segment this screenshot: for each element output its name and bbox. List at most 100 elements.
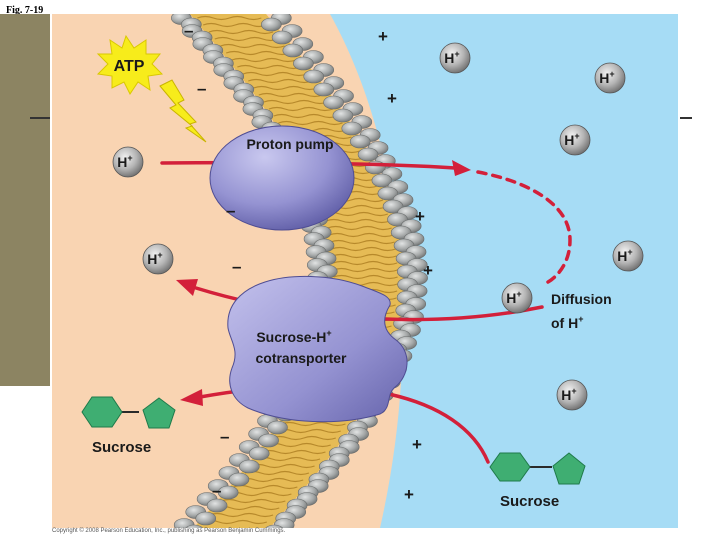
- positive-charge-sign: +: [423, 261, 433, 280]
- phospholipid-head: [303, 69, 325, 84]
- negative-charge-sign: –: [220, 427, 229, 446]
- proton-pump-label: Proton pump: [246, 136, 333, 152]
- lipid-tail: [237, 64, 302, 70]
- lipid-tail: [214, 36, 279, 42]
- lipid-tail: [221, 498, 286, 504]
- lipid-tail: [238, 477, 304, 483]
- phospholipid-head: [293, 56, 314, 71]
- hydrogen-ion: H+: [556, 379, 588, 411]
- lipid-tail: [278, 120, 343, 126]
- phospholipid-head: [206, 498, 228, 513]
- atp-burst: ATP: [96, 34, 164, 95]
- hydrogen-ion: H+: [142, 243, 174, 275]
- lipid-tail: [227, 491, 292, 497]
- negative-charge-sign: –: [232, 257, 241, 276]
- lipid-tail: [330, 239, 395, 245]
- lipid-tail: [261, 449, 326, 455]
- positive-charge-sign: +: [404, 485, 414, 504]
- phospholipid-head: [217, 485, 239, 500]
- positive-charge-sign: +: [378, 27, 388, 46]
- lipid-tail: [325, 218, 391, 224]
- cotransporter-label-line1: Sucrose-H+: [256, 328, 331, 345]
- phospholipid-head: [271, 30, 293, 45]
- lipid-tail: [233, 484, 298, 490]
- negative-charge-sign: –: [212, 481, 221, 500]
- lipid-tail: [273, 113, 338, 119]
- lipid-tail: [263, 99, 329, 105]
- lipid-tail: [332, 253, 397, 259]
- phospholipid-head: [238, 459, 260, 474]
- phospholipid-head: [185, 524, 203, 528]
- diffusion-label-line1: Diffusion: [551, 291, 612, 307]
- slide-side-panel: [0, 14, 50, 386]
- phospholipid-head: [349, 134, 371, 149]
- figure-label: Fig. 7-19: [6, 5, 44, 16]
- lipid-tail: [202, 22, 268, 28]
- lipid-tail: [266, 442, 331, 448]
- negative-charge-sign: –: [197, 79, 206, 98]
- sucrose-molecule-exterior: [489, 452, 586, 485]
- positive-charge-sign: +: [387, 89, 397, 108]
- hydrogen-ion: H+: [612, 240, 644, 272]
- lipid-tail: [333, 267, 398, 273]
- lipid-tail: [244, 470, 310, 476]
- cotransporter-label-line2: cotransporter: [255, 350, 347, 366]
- phospholipid-head: [261, 17, 282, 32]
- lipid-tail: [242, 71, 308, 77]
- phospholipid-head: [382, 199, 404, 214]
- phospholipid-head: [357, 147, 379, 162]
- sucrose-exterior-label: Sucrose: [500, 493, 559, 510]
- lipid-tail: [250, 463, 315, 469]
- lipid-tail: [197, 15, 262, 21]
- sucrose-h-cotransporter-protein: [227, 275, 408, 423]
- lipid-tail: [333, 274, 398, 280]
- phospholipid-head: [323, 95, 344, 110]
- copyright-notice: Copyright © 2008 Pearson Education, Inc.…: [52, 528, 286, 534]
- hydrogen-ion: H+: [501, 282, 533, 314]
- phospholipid-head: [195, 511, 217, 526]
- positive-charge-sign: +: [415, 207, 425, 226]
- phospholipid-head: [341, 121, 363, 136]
- lipid-tail: [208, 29, 274, 35]
- sucrose-arrowhead: [180, 389, 203, 406]
- lipid-tail: [327, 225, 392, 231]
- lipid-tail: [258, 92, 324, 98]
- proton-return-arrowhead: [176, 279, 198, 296]
- lipid-tail: [225, 50, 291, 56]
- proton-diffusion-dashed-path: [476, 170, 572, 284]
- lipid-tail: [208, 512, 274, 518]
- lipid-tail: [231, 57, 297, 63]
- phospholipid-head: [228, 472, 250, 487]
- phospholipid-head: [267, 420, 288, 435]
- lipid-tail: [331, 246, 396, 252]
- lipid-tail: [332, 260, 398, 266]
- sucrose-molecule-cytoplasm: [81, 396, 176, 429]
- diffusion-label-line2: of H+: [551, 314, 583, 331]
- hydrogen-ion: H+: [559, 124, 591, 156]
- phospholipid-head: [313, 82, 335, 97]
- hydrogen-ion: H+: [594, 62, 626, 94]
- lipid-tail: [253, 85, 318, 91]
- extracellular-region: [330, 14, 678, 528]
- phospholipid-head: [282, 43, 304, 58]
- atp-label: ATP: [114, 58, 145, 75]
- lipid-tail: [220, 43, 285, 49]
- proton-pump-protein: [209, 125, 355, 231]
- lipid-tail: [281, 421, 346, 427]
- phospholipid-head: [258, 433, 279, 448]
- sucrose-cytoplasm-label: Sucrose: [92, 439, 151, 456]
- phospholipid-head: [332, 108, 354, 123]
- phospholipid-head: [265, 524, 283, 528]
- energy-lightning-icon: [159, 79, 207, 143]
- lipid-tail: [248, 78, 313, 84]
- lipid-tail: [255, 456, 321, 462]
- negative-charge-sign: –: [226, 201, 235, 220]
- hydrogen-ion: H+: [439, 42, 471, 74]
- lipid-tail: [271, 435, 336, 441]
- proton-pump-arrowhead: [452, 160, 471, 176]
- lipid-tail: [268, 106, 334, 112]
- phospholipid-head: [248, 446, 270, 461]
- lipid-tail: [329, 232, 394, 238]
- lipid-tail: [276, 428, 341, 434]
